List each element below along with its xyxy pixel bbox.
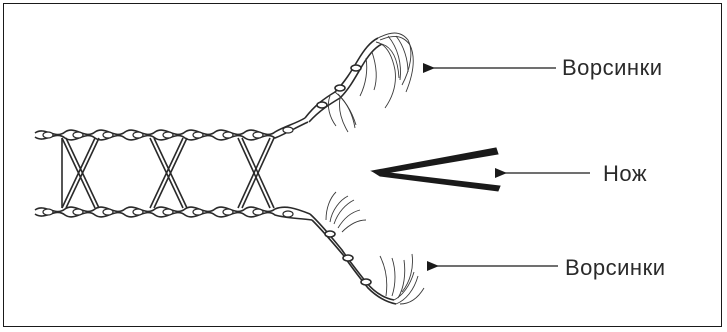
pointer-arrows xyxy=(433,68,590,266)
upper-branch xyxy=(305,38,382,122)
upper-villi-fibers xyxy=(328,33,413,132)
lower-villi-label: Ворсинки xyxy=(565,255,666,281)
knife-blade xyxy=(372,148,500,191)
lower-branch xyxy=(310,214,396,304)
upper-villi-label: Ворсинки xyxy=(562,55,663,81)
upper-strand-knots xyxy=(43,127,293,138)
knife-label: Нож xyxy=(603,161,647,187)
cross-rungs xyxy=(62,138,274,208)
